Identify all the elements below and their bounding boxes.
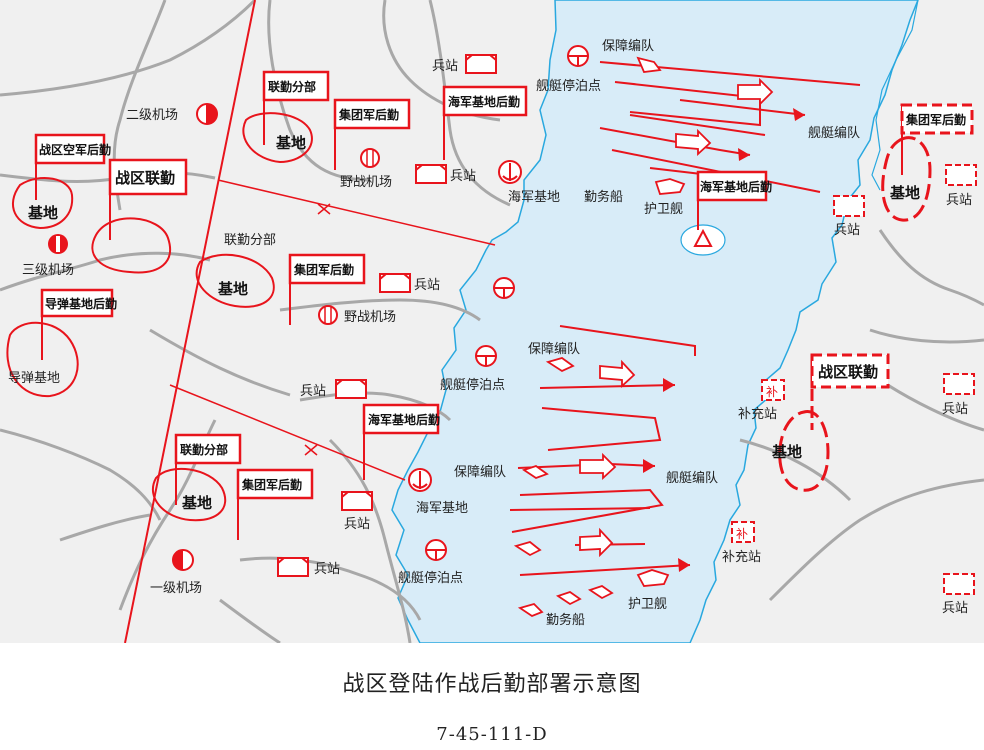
flag-missile-base: 导弹基地后勤 xyxy=(45,296,117,311)
island-naval-base-icon xyxy=(693,228,713,247)
screening-formation-label-2: 保障编队 xyxy=(528,342,580,357)
ship-arrows-lower xyxy=(513,357,670,618)
base-label-6: 基地 xyxy=(771,443,802,461)
supply-lines xyxy=(169,179,496,481)
supply-station-label-10: 兵站 xyxy=(942,601,968,616)
ship-arrows-upper xyxy=(636,56,774,195)
anchorage-label-1: 舰艇停泊点 xyxy=(536,78,601,94)
flag-theater-air-force: 战区空军后勤 xyxy=(39,142,111,157)
flag-army-group-1: 集团军后勤 xyxy=(338,107,399,122)
airfield-symbols xyxy=(48,103,380,571)
flag-theater-joint-right: 战区联勤 xyxy=(818,363,878,381)
base-label-3: 基地 xyxy=(217,280,248,298)
supply-station-symbols xyxy=(277,54,497,577)
field-airfield-label-1: 野战机场 xyxy=(340,175,392,190)
flag-army-group-2: 集团军后勤 xyxy=(293,262,354,277)
flag-army-group-3: 集团军后勤 xyxy=(241,477,302,492)
supply-station-label-7: 兵站 xyxy=(834,223,860,238)
ship-formation-label-1: 舰艇编队 xyxy=(808,126,860,141)
supply-station-label-8: 兵站 xyxy=(946,193,972,208)
anchorage-label-3: 舰艇停泊点 xyxy=(398,570,463,586)
sea-area xyxy=(391,0,919,643)
flag-boxes xyxy=(34,70,768,500)
base-label-1: 基地 xyxy=(27,204,58,222)
figure-code: 7-45-111-D xyxy=(436,724,548,745)
anchorage-label-2: 舰艇停泊点 xyxy=(440,377,505,393)
replenish-char-1: 补 xyxy=(766,385,778,399)
arrowheads-lower xyxy=(643,378,690,572)
supply-station-label-4: 兵站 xyxy=(300,384,326,399)
flag-joint-branch-top: 联勤分部 xyxy=(268,79,316,94)
missile-base-label: 导弹基地 xyxy=(8,371,60,386)
flag-naval-base-3: 海军基地后勤 xyxy=(700,179,772,194)
airfield-1-label: 一级机场 xyxy=(150,581,202,596)
replenishment-station-label-1: 补充站 xyxy=(738,406,777,422)
escort-ship-label-1: 护卫舰 xyxy=(644,202,683,217)
anchorage-symbols xyxy=(425,45,589,561)
base-outlines xyxy=(6,112,313,522)
ship-formation-label-2: 舰艇编队 xyxy=(666,471,718,486)
service-ship-label-1: 勤务船 xyxy=(584,189,623,205)
base-label-5: 基地 xyxy=(889,184,920,202)
arrowheads-upper xyxy=(738,108,805,161)
base-outlines-dashed xyxy=(778,136,932,492)
replenish-char-2: 补 xyxy=(736,527,748,541)
map-title: 战区登陆作战后勤部署示意图 xyxy=(342,672,642,697)
coastline-right xyxy=(871,0,919,191)
flag-theater-joint-left: 战区联勤 xyxy=(115,169,175,187)
theater-boundary xyxy=(124,0,256,643)
supply-station-label-1: 兵站 xyxy=(432,59,458,74)
naval-base-symbols xyxy=(408,160,522,492)
supply-station-label-5: 兵站 xyxy=(344,517,370,532)
naval-base-label-2: 海军基地 xyxy=(416,501,468,516)
flag-naval-base-1: 海军基地后勤 xyxy=(448,94,520,109)
airfield-2-label: 二级机场 xyxy=(126,108,178,123)
joint-branch-label: 联勤分部 xyxy=(224,233,276,248)
naval-base-label-1: 海军基地 xyxy=(508,190,560,205)
flag-naval-base-2: 海军基地后勤 xyxy=(368,412,440,427)
replenishment-station-label-2: 补充站 xyxy=(722,549,761,565)
field-airfield-label-2: 野战机场 xyxy=(344,310,396,325)
supply-station-label-3: 兵站 xyxy=(414,278,440,293)
screening-formation-label-1: 保障编队 xyxy=(602,39,654,54)
flag-army-group-right: 集团军后勤 xyxy=(905,112,966,127)
supply-station-label-2: 兵站 xyxy=(450,169,476,184)
supply-station-label-9: 兵站 xyxy=(942,402,968,417)
screening-formation-label-3: 保障编队 xyxy=(454,465,506,480)
supply-station-label-6: 兵站 xyxy=(314,562,340,577)
service-ship-label-2: 勤务船 xyxy=(546,612,585,628)
flag-joint-branch-bottom: 联勤分部 xyxy=(180,442,228,457)
logistics-map: 战区空军后勤 战区联勤 导弹基地后勤 联勤分部 集团军后勤 海军基地后勤 集团军… xyxy=(0,0,984,643)
base-label-4: 基地 xyxy=(181,494,212,512)
flag-boxes-dashed xyxy=(810,103,974,389)
escort-ship-label-2: 护卫舰 xyxy=(628,597,667,612)
supply-station-symbols-dashed xyxy=(731,164,977,595)
base-label-2: 基地 xyxy=(275,134,306,152)
airfield-3-label: 三级机场 xyxy=(22,263,74,278)
